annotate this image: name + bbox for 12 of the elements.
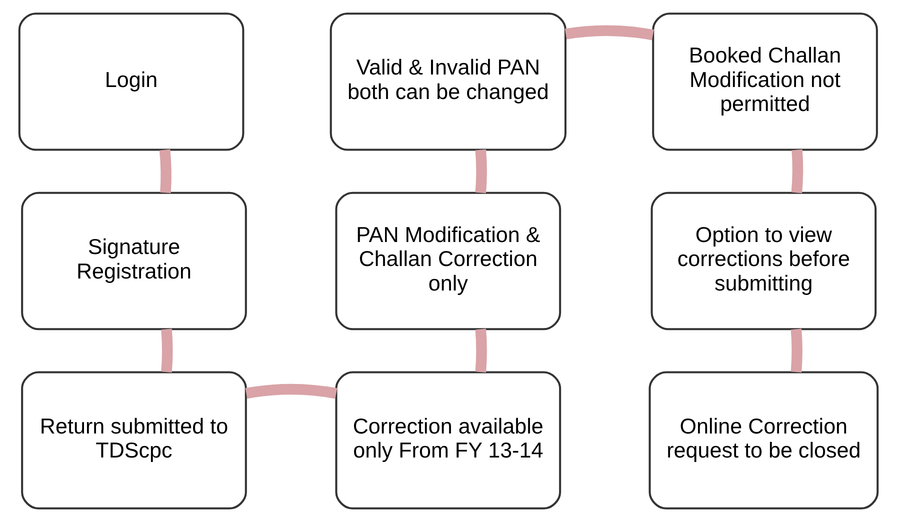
node-box: Online Correction request to be closed xyxy=(648,371,879,510)
node-box: Option to view corrections before submitting xyxy=(650,192,877,330)
connector xyxy=(564,25,654,40)
node-box: Signature Registration xyxy=(21,192,247,330)
node-box: PAN Modification & Challan Correction only xyxy=(335,192,562,330)
node-box: Correction available only From FY 13-14 xyxy=(335,371,562,510)
node-box: Valid & Invalid PAN both can be changed xyxy=(330,12,566,151)
node-box: Login xyxy=(18,12,244,151)
connector xyxy=(791,149,804,194)
connector xyxy=(245,384,338,399)
node-box: Booked Challan Modification not permitted xyxy=(652,12,878,151)
node-box: Return submitted to TDScpc xyxy=(21,371,247,510)
